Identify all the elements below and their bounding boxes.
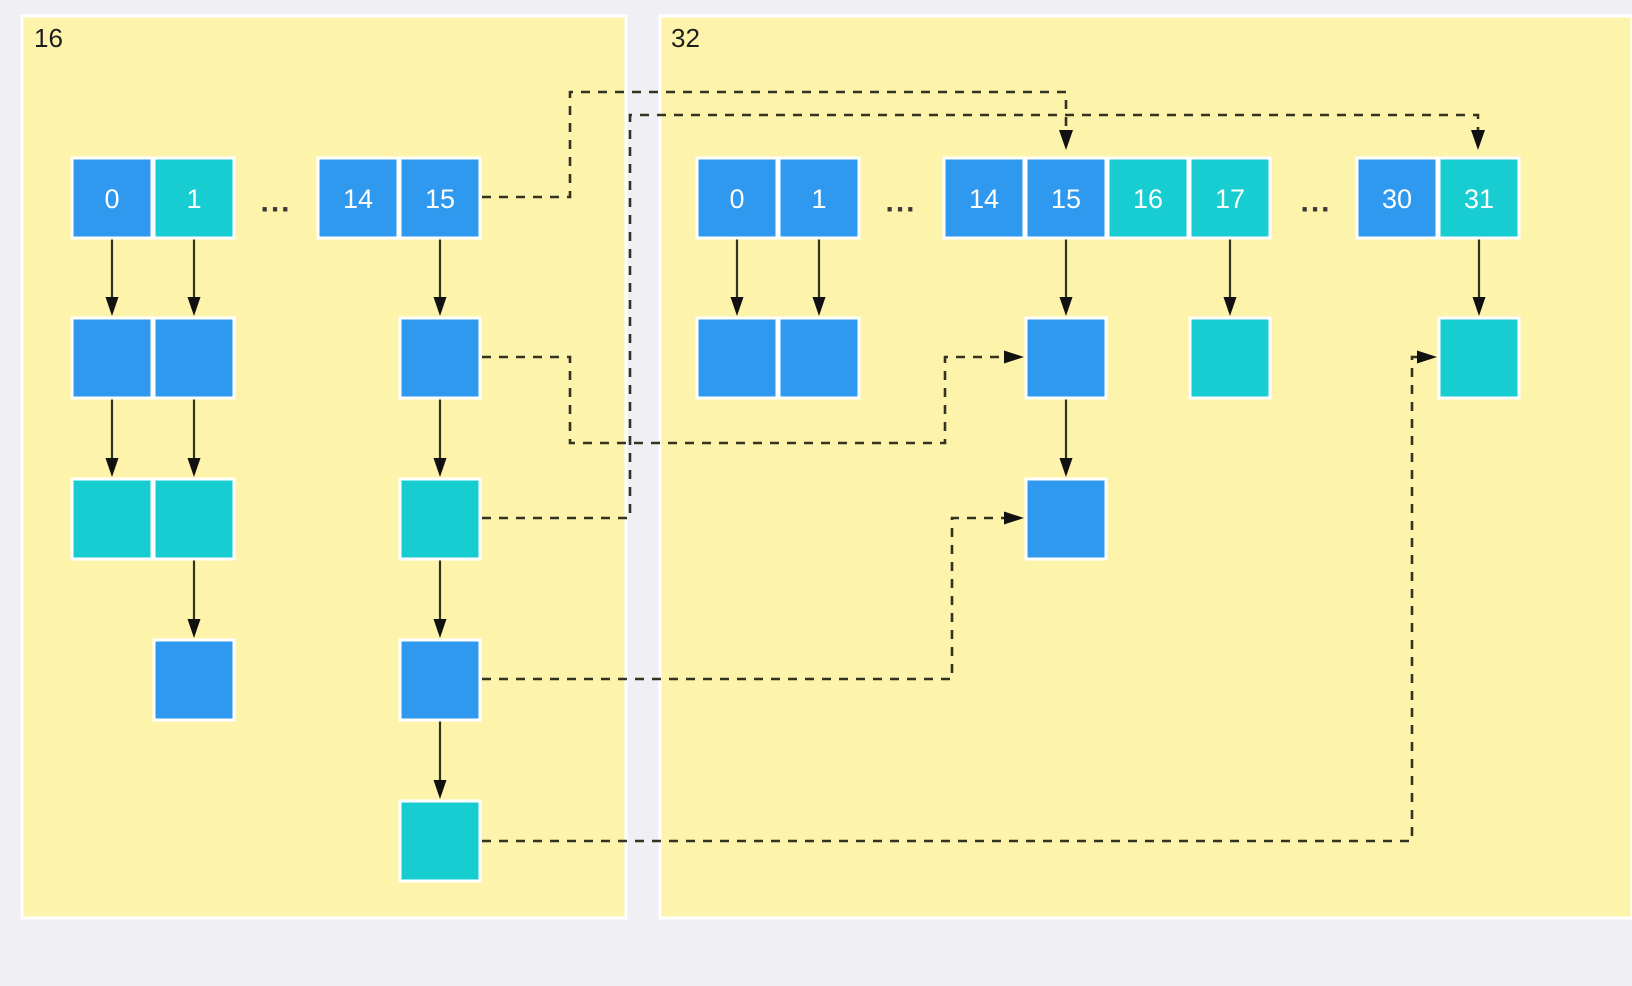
edge-L-r0c15-to-L-r1c15: [433, 238, 447, 316]
node-R-r0-c31[interactable]: 31: [1437, 156, 1521, 240]
left-cluster-nodes: 0 1 ... 14 15: [70, 156, 482, 883]
node-R-r2-c15[interactable]: [1024, 477, 1108, 561]
edge-L-r1c1-to-L-r2c1: [187, 398, 201, 477]
node-L-r0-c15-label: 15: [425, 184, 455, 214]
node-L-r1-c15[interactable]: [398, 316, 482, 400]
node-R-r0-c30[interactable]: 30: [1355, 156, 1439, 240]
dashed-edge-L-r4c15-to-R-r1c31: [482, 350, 1437, 843]
node-R-r0-c16[interactable]: 16: [1106, 156, 1190, 240]
edge-L-r1c0-to-L-r2c0: [105, 398, 119, 477]
edge-L-r1c15-to-L-r2c15: [433, 398, 447, 477]
node-L-r1-c1[interactable]: [152, 316, 236, 400]
node-R-r0-c15-label: 15: [1051, 184, 1081, 214]
node-R-r0-c14-label: 14: [969, 184, 999, 214]
node-R-r0-c15[interactable]: 15: [1024, 156, 1108, 240]
node-R-r0-c0-label: 0: [729, 184, 744, 214]
node-L-r0-c15[interactable]: 15: [398, 156, 482, 240]
cluster-32: 32: [658, 14, 1632, 920]
edge-R-r1c15-to-R-r2c15: [1059, 398, 1073, 477]
ellipsis-right-top: ...: [885, 186, 916, 219]
node-L-r2-c0[interactable]: [70, 477, 154, 561]
node-L-r3-c15[interactable]: [398, 638, 482, 722]
solid-edges-group: [105, 238, 1486, 799]
node-L-r3-c1[interactable]: [152, 638, 236, 722]
node-L-r1-c0[interactable]: [70, 316, 154, 400]
edge-L-r2c1-to-L-r3c1: [187, 559, 201, 638]
edge-L-r0c0-to-L-r1c0: [105, 238, 119, 316]
node-L-r0-c14[interactable]: 14: [316, 156, 400, 240]
cluster-32-rect: [658, 14, 1632, 920]
edge-L-r3c15-to-L-r4c15: [433, 720, 447, 799]
edge-R-r0c31-to-R-r1c31: [1472, 238, 1486, 316]
node-R-r0-c0[interactable]: 0: [695, 156, 779, 240]
edge-R-r0c0-to-R-r1c0: [730, 238, 744, 316]
node-R-r1-c31[interactable]: [1437, 316, 1521, 400]
node-R-r0-c17[interactable]: 17: [1188, 156, 1272, 240]
node-R-r0-c17-label: 17: [1215, 184, 1245, 214]
edge-R-r0c1-to-R-r1c1: [812, 238, 826, 316]
dashed-edge-L-r3c15-to-R-r2c15: [482, 511, 1024, 681]
cluster-16-label: 16: [34, 23, 63, 53]
cluster-32-label: 32: [671, 23, 700, 53]
node-R-r1-c0[interactable]: [695, 316, 779, 400]
ellipsis-left-top: ...: [260, 186, 291, 219]
edge-L-r2c15-to-L-r3c15: [433, 559, 447, 638]
node-R-r1-c1[interactable]: [777, 316, 861, 400]
node-R-r0-c16-label: 16: [1133, 184, 1163, 214]
node-L-r4-c15[interactable]: [398, 799, 482, 883]
node-R-r0-c30-label: 30: [1382, 184, 1412, 214]
dashed-edge-L15-to-R15: [482, 90, 1073, 199]
ellipsis-right-far: ...: [1300, 186, 1331, 219]
node-R-r1-c17[interactable]: [1188, 316, 1272, 400]
node-L-r2-c1[interactable]: [152, 477, 236, 561]
node-R-r1-c15[interactable]: [1024, 316, 1108, 400]
node-R-r0-c14[interactable]: 14: [942, 156, 1026, 240]
node-L-r0-c14-label: 14: [343, 184, 373, 214]
edge-R-r0c15-to-R-r1c15: [1059, 238, 1073, 316]
right-cluster-nodes: 0 1 ... 14 15 16 17 ...: [695, 156, 1521, 561]
edge-L-r0c1-to-L-r1c1: [187, 238, 201, 316]
node-L-r0-c1-label: 1: [186, 184, 201, 214]
node-R-r0-c31-label: 31: [1464, 184, 1494, 214]
dashed-edge-L-r2c15-to-R31: [482, 113, 1485, 520]
dashed-edge-L-r1c15-to-R-r1c15: [482, 350, 1024, 445]
node-L-r2-c15[interactable]: [398, 477, 482, 561]
dashed-edges-group: [482, 90, 1485, 843]
node-R-r0-c1[interactable]: 1: [777, 156, 861, 240]
node-L-r0-c1[interactable]: 1: [152, 156, 236, 240]
node-L-r0-c0[interactable]: 0: [70, 156, 154, 240]
node-R-r0-c1-label: 1: [811, 184, 826, 214]
edge-R-r0c17-to-R-r1c17: [1223, 238, 1237, 316]
node-L-r0-c0-label: 0: [104, 184, 119, 214]
